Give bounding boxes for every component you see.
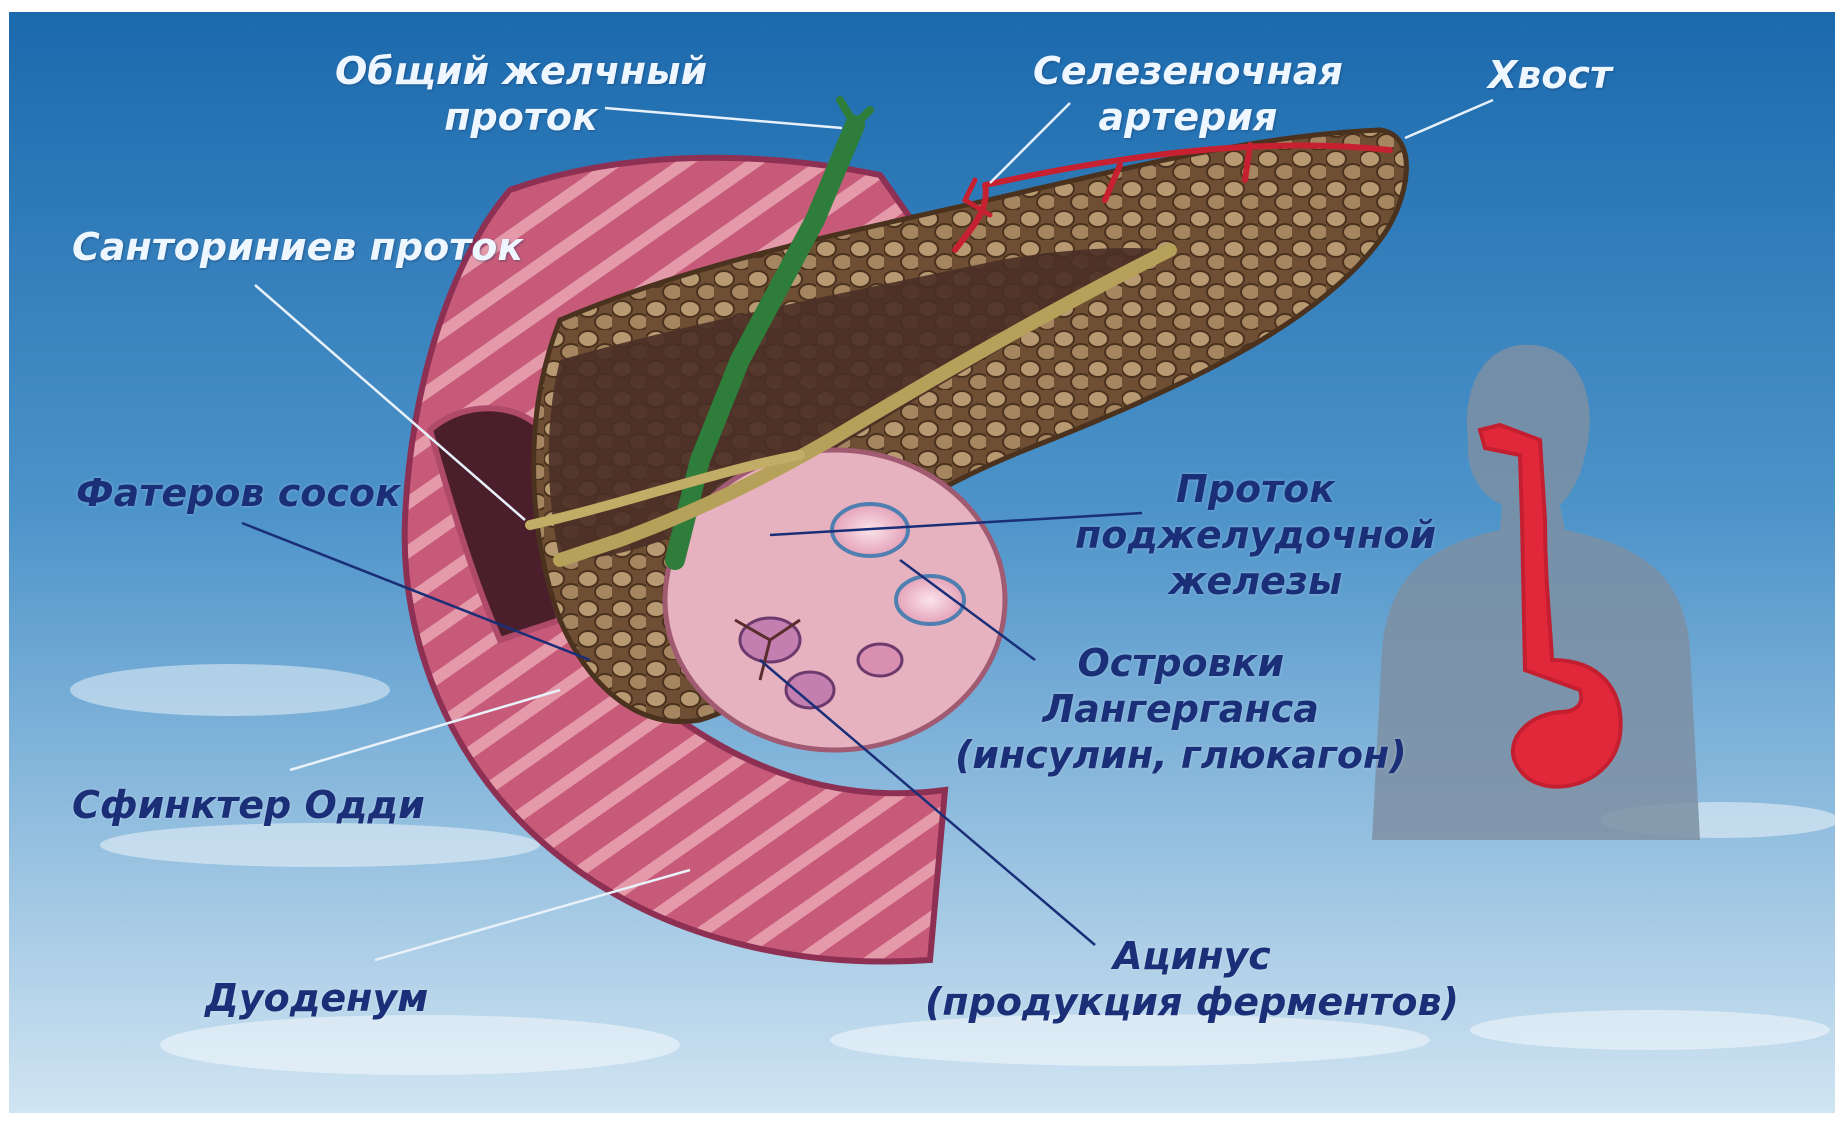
label-acinus-line2: (продукция ферментов) [925,979,1459,1025]
frame-left [0,0,9,1126]
label-acinus: Ацинус (продукция ферментов) [925,933,1459,1025]
frame-top [0,0,1835,12]
label-langerhans-islets: Островки Лангерганса (инсулин, глюкагон) [955,640,1407,778]
label-vater-papilla: Фатеров сосок [76,470,401,516]
label-langerhans-islets-line3: (инсулин, глюкагон) [955,732,1407,778]
label-pancreatic-duct-line3: железы [1075,558,1436,604]
frame-bottom [0,1113,1835,1126]
label-langerhans-islets-line2: Лангерганса [955,686,1407,732]
label-splenic-artery-line1: Селезеночная [1033,48,1343,94]
label-oddi-sphincter: Сфинктер Одди [72,782,425,828]
label-acinus-line1: Ацинус [925,933,1459,979]
label-duodenum: Дуоденум [205,975,428,1021]
label-splenic-artery: Селезеночная артерия [1033,48,1343,140]
label-splenic-artery-line2: артерия [1033,94,1343,140]
label-common-bile-duct-line2: проток [335,94,707,140]
label-pancreatic-duct-line1: Проток [1075,466,1436,512]
label-pancreatic-duct-line2: поджелудочной [1075,512,1436,558]
label-common-bile-duct-line1: Общий желчный [335,48,707,94]
label-common-bile-duct: Общий желчный проток [335,48,707,140]
label-tail: Хвост [1488,52,1612,98]
label-langerhans-islets-line1: Островки [955,640,1407,686]
label-santorini-duct: Санториниев проток [72,224,523,270]
label-pancreatic-duct: Проток поджелудочной железы [1075,466,1436,604]
